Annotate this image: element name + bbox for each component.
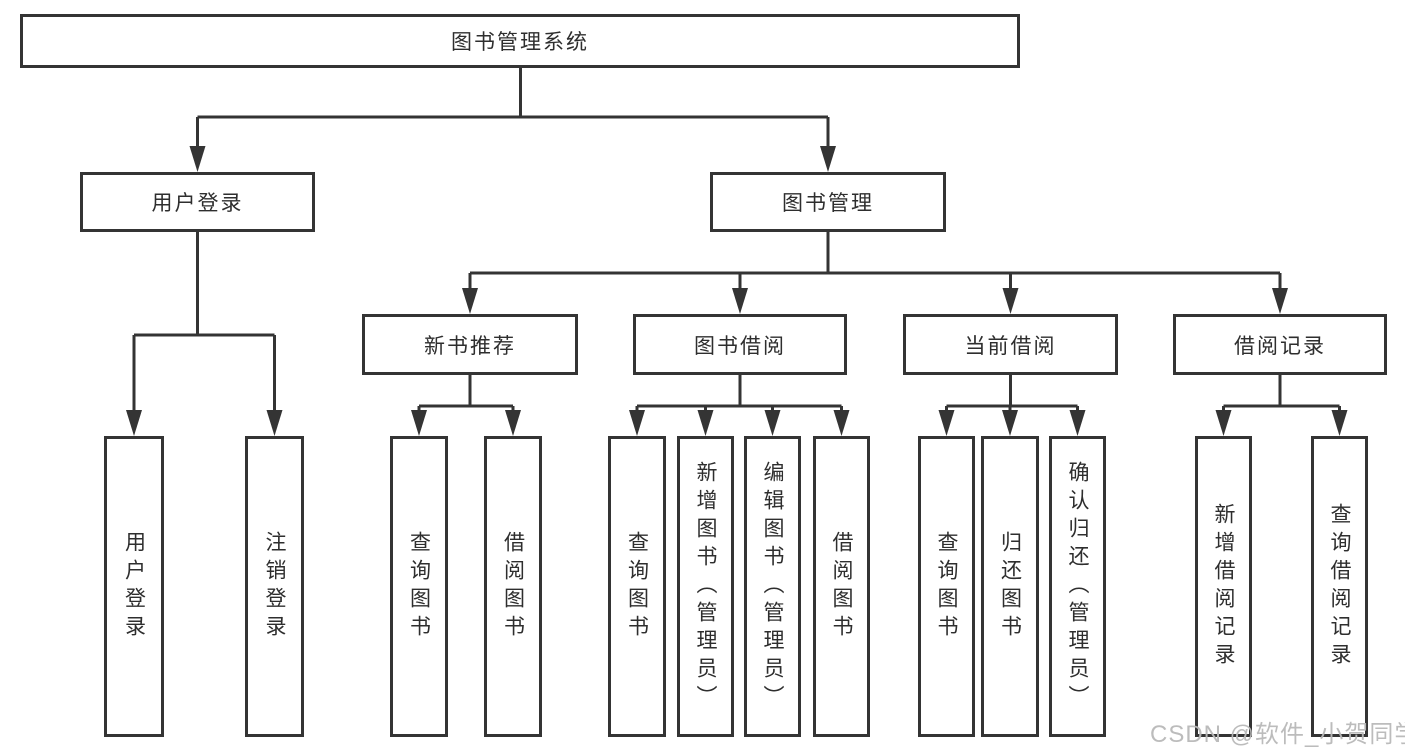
- leaf-edit-book-admin: 编辑图书（管理员）: [744, 436, 801, 737]
- leaf-label: 用户登录: [122, 530, 146, 643]
- leaf-query-books-current: 查询图书: [918, 436, 975, 737]
- node-new-book-recommend: 新书推荐: [362, 314, 578, 375]
- leaf-label: 借阅图书: [501, 530, 525, 643]
- leaf-borrow-books: 借阅图书: [813, 436, 870, 737]
- leaf-label: 借阅图书: [830, 530, 853, 643]
- leaf-label: 归还图书: [998, 530, 1022, 643]
- leaf-label: 新增借阅记录: [1212, 502, 1235, 671]
- node-root-library-system: 图书管理系统: [20, 14, 1020, 68]
- leaf-label: 新增图书（管理员）: [694, 460, 717, 713]
- leaf-add-book-admin: 新增图书（管理员）: [677, 436, 734, 737]
- csdn-watermark: CSDN @软件_小贺同学: [1150, 721, 1405, 747]
- node-book-management: 图书管理: [710, 172, 946, 232]
- leaf-label: 编辑图书（管理员）: [761, 460, 784, 713]
- leaf-add-borrow-record: 新增借阅记录: [1195, 436, 1252, 737]
- node-current-borrow: 当前借阅: [903, 314, 1118, 375]
- leaf-borrow-books-recommend: 借阅图书: [484, 436, 542, 737]
- leaf-query-books-borrow: 查询图书: [608, 436, 666, 737]
- node-borrow-records: 借阅记录: [1173, 314, 1387, 375]
- arrowhead-icons: [126, 146, 1348, 436]
- leaf-query-borrow-record: 查询借阅记录: [1311, 436, 1368, 737]
- leaf-logout: 注销登录: [245, 436, 304, 737]
- leaf-label: 注销登录: [263, 530, 286, 643]
- leaf-label: 查询图书: [625, 530, 649, 643]
- leaf-query-books-recommend: 查询图书: [390, 436, 448, 737]
- leaf-label: 查询借阅记录: [1328, 502, 1351, 671]
- leaf-return-books: 归还图书: [981, 436, 1039, 737]
- leaf-label: 查询图书: [935, 530, 958, 643]
- leaf-label: 查询图书: [407, 530, 431, 643]
- leaf-label: 确认归还（管理员）: [1066, 460, 1089, 713]
- node-user-login: 用户登录: [80, 172, 315, 232]
- node-book-borrow: 图书借阅: [633, 314, 847, 375]
- leaf-user-login: 用户登录: [104, 436, 164, 737]
- leaf-confirm-return-admin: 确认归还（管理员）: [1049, 436, 1106, 737]
